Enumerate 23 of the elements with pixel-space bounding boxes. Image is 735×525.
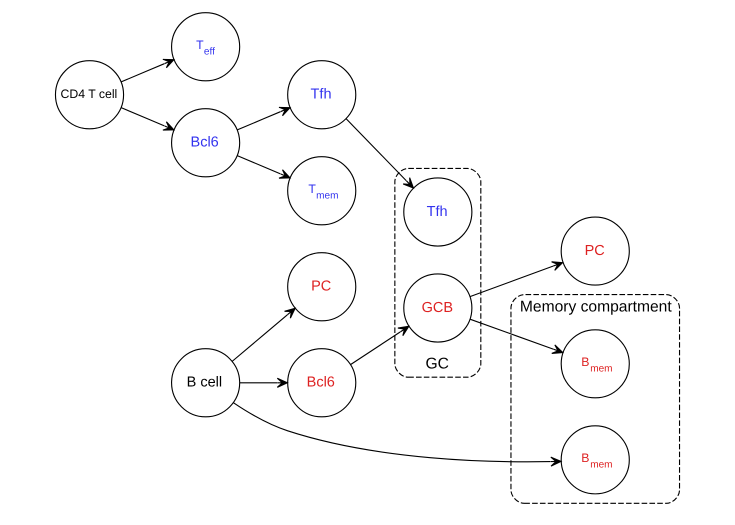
node-circle: Bcl6 (287, 348, 356, 418)
node-circle: CD4 T cell (54, 60, 124, 130)
node-circle: PC (560, 216, 630, 286)
arrow (237, 155, 291, 179)
arrow (350, 326, 410, 365)
node-circle: B cell (171, 348, 240, 418)
node-circle: Tfh (287, 60, 356, 130)
node-circle: T$_{eff}$ (171, 12, 240, 82)
arrow (120, 107, 174, 131)
arrow (233, 402, 562, 467)
arrow (232, 308, 296, 362)
arrow (237, 106, 291, 130)
node-circle: PC (287, 252, 356, 322)
node-circle: B$_{mem}$ (560, 425, 630, 494)
node-circle: T$_{mem}$ (287, 156, 356, 226)
node-circle: GCB (403, 273, 472, 343)
arrow (470, 261, 564, 298)
arrow (120, 58, 174, 82)
node-circle: B$_{mem}$ (560, 329, 630, 398)
arrow (240, 378, 288, 388)
arrow (470, 318, 564, 354)
arrow (346, 118, 414, 189)
node-circle: Bcl6 (171, 108, 240, 178)
